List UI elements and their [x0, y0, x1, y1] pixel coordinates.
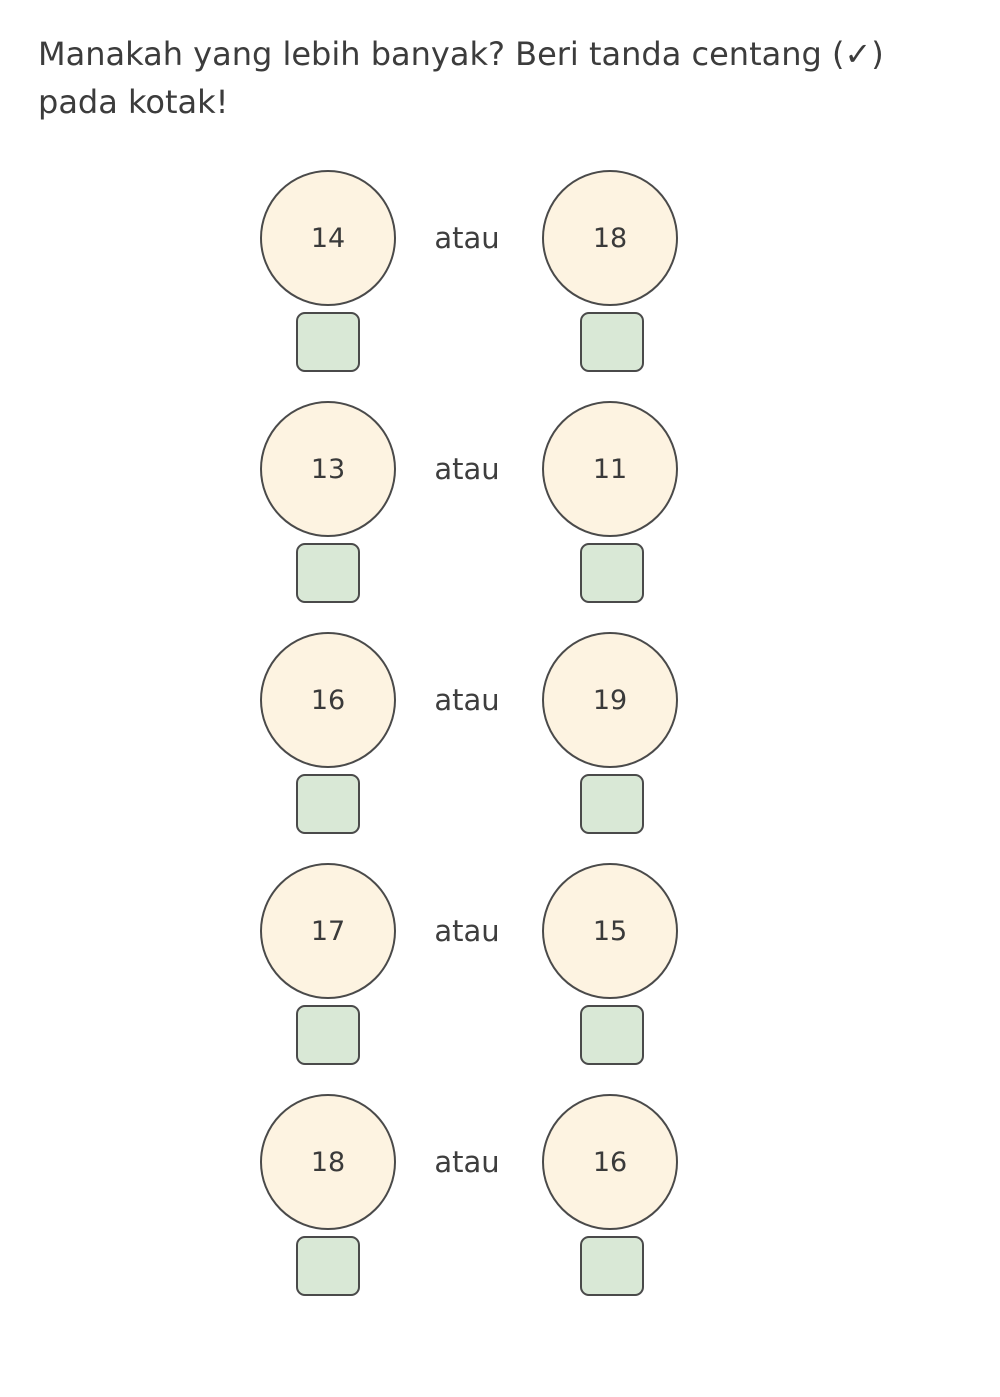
checkbox-right[interactable] — [580, 1005, 644, 1065]
atau-label: atau — [434, 221, 500, 255]
checkbox-left[interactable] — [296, 543, 360, 603]
number-circle-right: 19 — [542, 632, 678, 768]
instruction-line-1: Manakah yang lebih banyak? Beri tanda ce… — [38, 35, 884, 73]
checkbox-left[interactable] — [296, 1005, 360, 1065]
instruction-text: Manakah yang lebih banyak? Beri tanda ce… — [38, 30, 988, 126]
number-circle-right: 16 — [542, 1094, 678, 1230]
comparison-row-4: 17 atau 15 — [0, 863, 1000, 1075]
number-circle-right: 15 — [542, 863, 678, 999]
instruction-line-2: pada kotak! — [38, 83, 229, 121]
checkbox-right[interactable] — [580, 543, 644, 603]
checkbox-left[interactable] — [296, 774, 360, 834]
checkbox-right[interactable] — [580, 1236, 644, 1296]
checkbox-left[interactable] — [296, 312, 360, 372]
atau-label: atau — [434, 452, 500, 486]
number-circle-left: 17 — [260, 863, 396, 999]
checkbox-right[interactable] — [580, 312, 644, 372]
comparison-row-1: 14 atau 18 — [0, 170, 1000, 382]
comparison-row-5: 18 atau 16 — [0, 1094, 1000, 1306]
number-circle-right: 11 — [542, 401, 678, 537]
atau-label: atau — [434, 1145, 500, 1179]
atau-label: atau — [434, 914, 500, 948]
number-circle-left: 13 — [260, 401, 396, 537]
checkbox-right[interactable] — [580, 774, 644, 834]
checkbox-left[interactable] — [296, 1236, 360, 1296]
number-circle-right: 18 — [542, 170, 678, 306]
number-circle-left: 16 — [260, 632, 396, 768]
number-circle-left: 18 — [260, 1094, 396, 1230]
atau-label: atau — [434, 683, 500, 717]
comparison-row-3: 16 atau 19 — [0, 632, 1000, 844]
number-circle-left: 14 — [260, 170, 396, 306]
comparison-row-2: 13 atau 11 — [0, 401, 1000, 613]
